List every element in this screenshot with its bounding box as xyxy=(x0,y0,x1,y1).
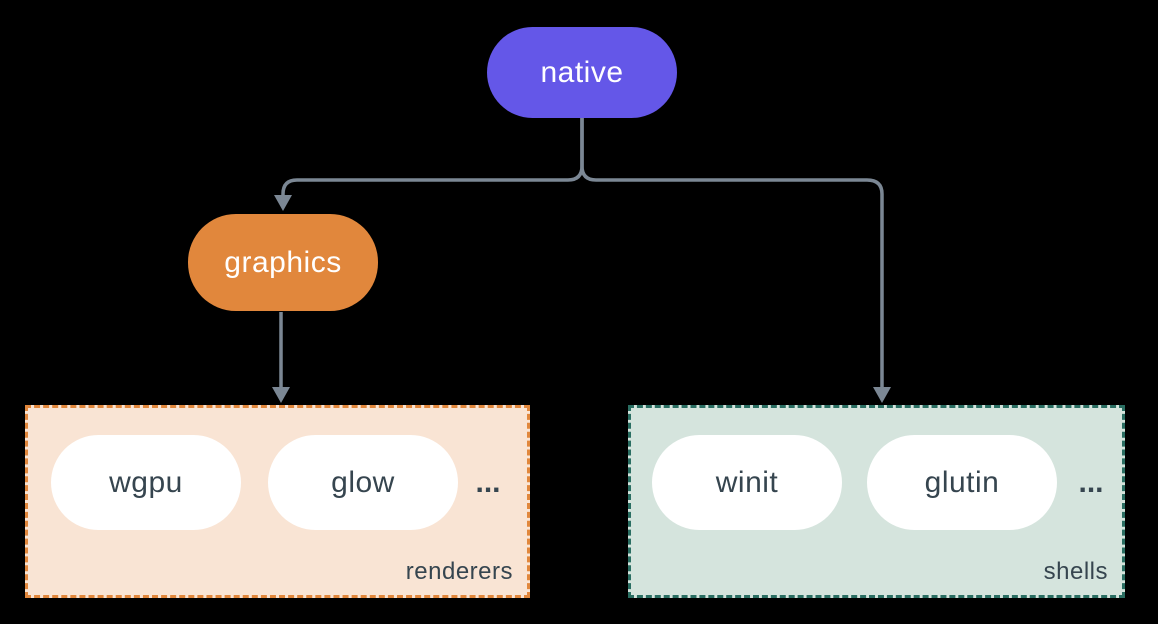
edge-native-to-graphics xyxy=(281,116,584,196)
node-winit: winit xyxy=(652,435,842,530)
node-wgpu-label: wgpu xyxy=(109,465,183,499)
node-winit-label: winit xyxy=(715,465,779,499)
node-wgpu: wgpu xyxy=(51,435,241,530)
edge-native-to-shells xyxy=(580,116,884,388)
node-glutin-label: glutin xyxy=(924,465,1000,499)
node-graphics-label: graphics xyxy=(224,245,342,279)
node-glow: glow xyxy=(268,435,458,530)
arrowhead-shells xyxy=(873,387,891,403)
node-glow-label: glow xyxy=(331,465,395,499)
shells-ellipsis: ... xyxy=(1078,465,1104,499)
arrowhead-graphics xyxy=(274,195,292,211)
node-native-label: native xyxy=(540,55,624,89)
node-graphics: graphics xyxy=(188,214,378,311)
node-glutin: glutin xyxy=(867,435,1057,530)
renderers-ellipsis: ... xyxy=(475,465,501,499)
shells-group-label: shells xyxy=(1043,558,1108,585)
group-shells: winit glutin ... shells xyxy=(628,405,1125,598)
arrowhead-renderers xyxy=(272,387,290,403)
renderers-group-label: renderers xyxy=(405,558,513,585)
node-native: native xyxy=(487,27,677,118)
group-renderers: wgpu glow ... renderers xyxy=(25,405,530,598)
